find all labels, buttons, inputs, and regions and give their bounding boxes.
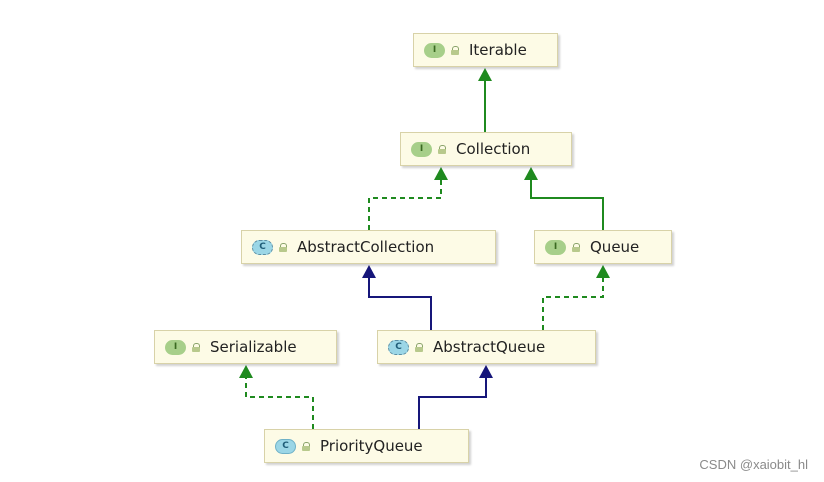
arrowhead-icon <box>596 265 610 278</box>
edge-line <box>530 179 604 230</box>
node-abstract-queue[interactable]: C AbstractQueue <box>377 330 596 364</box>
node-serializable[interactable]: I Serializable <box>154 330 337 364</box>
edge-line <box>368 277 432 330</box>
arrowhead-icon <box>239 365 253 378</box>
edge-line <box>418 377 487 429</box>
node-priority-queue[interactable]: C PriorityQueue <box>264 429 469 463</box>
edge-collection-to-iterable <box>478 68 492 132</box>
class-badge-icon: C <box>275 438 296 454</box>
edge-abstract-collection-to-collection <box>368 167 448 230</box>
lock-icon <box>572 242 581 252</box>
edge-line <box>368 179 442 230</box>
edge-abstract-queue-to-abstract-collection <box>362 265 432 330</box>
interface-badge-icon: I <box>424 42 445 58</box>
arrowhead-icon <box>524 167 538 180</box>
lock-icon <box>279 242 288 252</box>
node-collection[interactable]: I Collection <box>400 132 572 166</box>
arrowhead-icon <box>434 167 448 180</box>
node-label: Queue <box>590 238 640 256</box>
arrowhead-icon <box>362 265 376 278</box>
lock-icon <box>415 342 424 352</box>
node-abstract-collection[interactable]: C AbstractCollection <box>241 230 496 264</box>
interface-badge-icon: I <box>545 239 566 255</box>
interface-badge-icon: I <box>165 339 186 355</box>
node-label: AbstractQueue <box>433 338 546 356</box>
lock-icon <box>302 441 311 451</box>
edge-abstract-queue-to-queue <box>542 265 610 330</box>
interface-badge-icon: I <box>411 141 432 157</box>
arrowhead-icon <box>479 365 493 378</box>
edge-line <box>245 377 314 429</box>
edge-queue-to-collection <box>524 167 604 230</box>
lock-icon <box>438 144 447 154</box>
node-label: Collection <box>456 140 531 158</box>
node-label: Iterable <box>469 41 527 59</box>
watermark: CSDN @xaiobit_hl <box>699 457 808 472</box>
node-label: Serializable <box>210 338 297 356</box>
lock-icon <box>192 342 201 352</box>
edge-line <box>542 277 604 330</box>
node-queue[interactable]: I Queue <box>534 230 672 264</box>
edge-priority-queue-to-serializable <box>239 365 314 429</box>
abstract-class-badge-icon: C <box>252 239 273 255</box>
abstract-class-badge-icon: C <box>388 339 409 355</box>
arrowhead-icon <box>478 68 492 81</box>
node-iterable[interactable]: I Iterable <box>413 33 558 67</box>
edge-priority-queue-to-abstract-queue <box>418 365 493 429</box>
lock-icon <box>451 45 460 55</box>
node-label: PriorityQueue <box>320 437 423 455</box>
node-label: AbstractCollection <box>297 238 435 256</box>
